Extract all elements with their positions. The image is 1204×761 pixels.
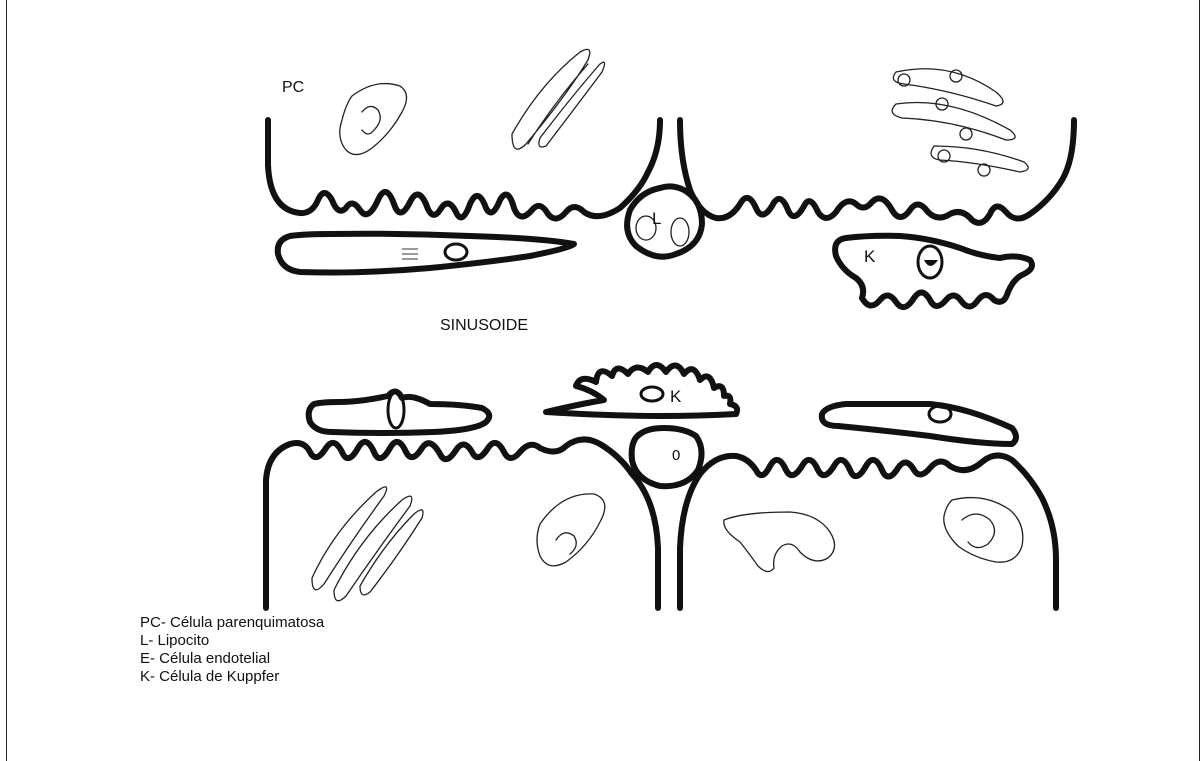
- top-mitochondrion-left: [340, 84, 407, 155]
- top-endothelial-cell: [278, 234, 574, 273]
- bottom-er-left: [312, 487, 423, 601]
- ribosome-4: [960, 128, 972, 140]
- top-er-right: [892, 69, 1028, 172]
- legend-item-pc: PC- Célula parenquimatosa: [140, 614, 324, 632]
- top-kupffer-label: K: [864, 247, 876, 266]
- top-lipocyte: [627, 186, 702, 256]
- bottom-lipocyte-droplet: 0: [672, 447, 680, 464]
- top-er-left: [512, 49, 605, 149]
- bottom-lipocyte: [632, 428, 702, 486]
- sinusoid-label: SINUSOIDE: [440, 317, 528, 334]
- ribosome-6: [978, 164, 990, 176]
- bottom-right-hepatocyte-membrane: [680, 455, 1056, 608]
- ribosome-2: [950, 70, 962, 82]
- legend: PC- Célula parenquimatosa L- Lipocito E-…: [140, 614, 324, 686]
- top-lipocyte-label: L: [652, 209, 661, 228]
- legend-item-endothelial: E- Célula endotelial: [140, 650, 324, 668]
- bottom-kupffer-label: K: [670, 387, 682, 406]
- legend-item-kupffer: K- Célula de Kuppfer: [140, 668, 324, 686]
- parenchymal-cell-label: PC: [282, 79, 304, 96]
- bottom-right-endothelial-cell: [822, 404, 1016, 444]
- bottom-vesicle: [724, 512, 835, 572]
- legend-item-lipocyte: L- Lipocito: [140, 632, 324, 650]
- top-left-hepatocyte-membrane: [268, 120, 660, 219]
- bottom-mitochondrion-right: [944, 498, 1023, 563]
- bottom-mitochondrion-center: [537, 494, 605, 566]
